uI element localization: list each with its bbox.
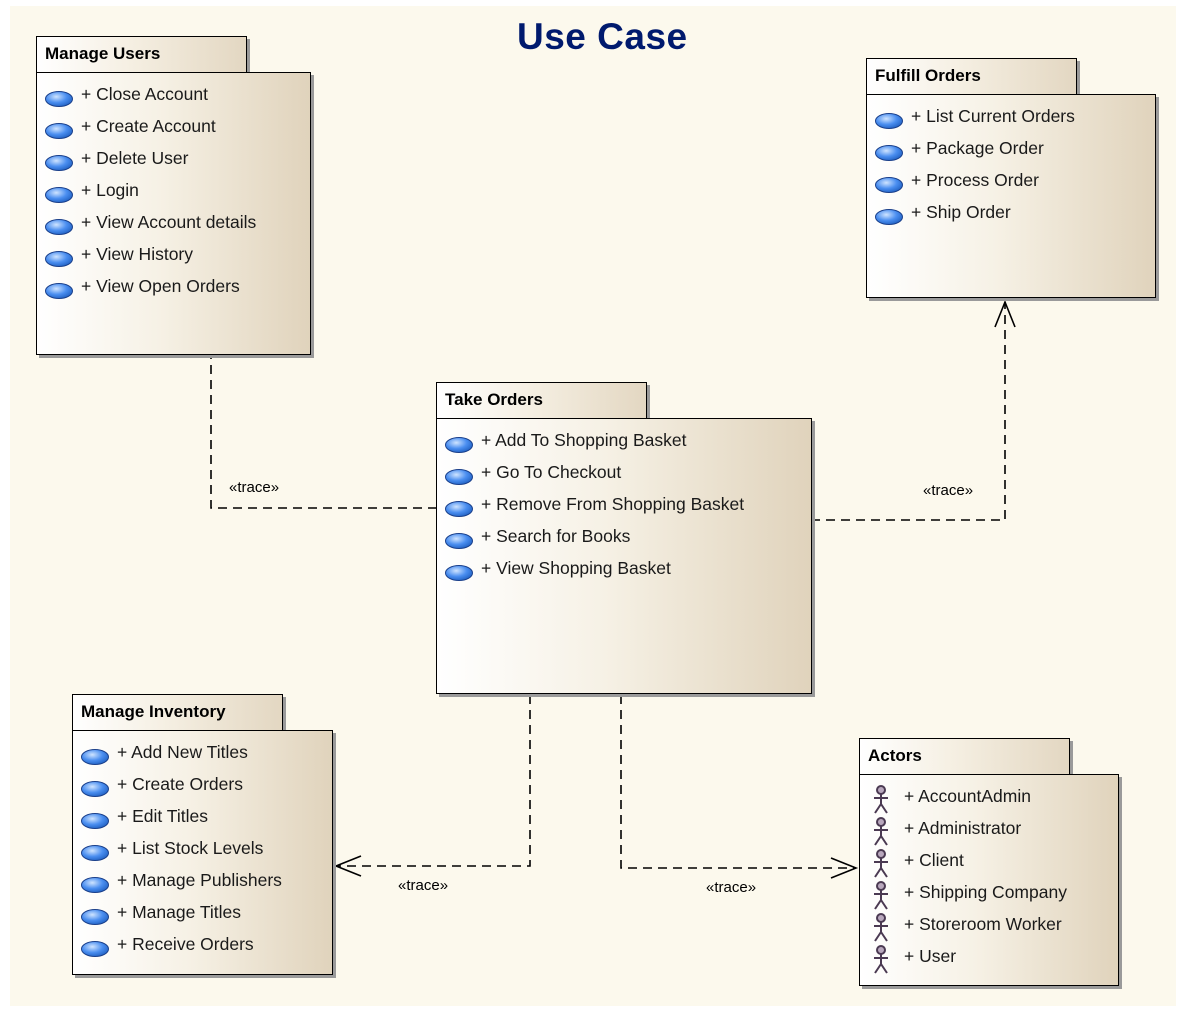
trace-line-actors (620, 695, 856, 869)
actor-item[interactable]: + Administrator (860, 817, 1118, 849)
diagram-title: Use Case (517, 16, 688, 57)
use-case-item[interactable]: + Create Account (37, 115, 310, 147)
item-label: + Storeroom Worker (904, 914, 1062, 934)
use-case-item[interactable]: + Delete User (37, 147, 310, 179)
item-label: + View Shopping Basket (481, 558, 671, 578)
package-tab-take-orders: Take Orders (436, 382, 647, 418)
use-case-item[interactable]: + View Open Orders (37, 275, 310, 307)
actor-item[interactable]: + User (860, 945, 1118, 977)
use-case-item[interactable]: + Receive Orders (73, 933, 332, 965)
item-label: + List Stock Levels (117, 838, 264, 858)
package-body-manage-users: + Close Account + Create Account + Delete … (36, 72, 311, 355)
item-label: + Client (904, 850, 964, 870)
use-case-item[interactable]: + View Account details (37, 211, 310, 243)
use-case-item[interactable]: + Process Order (867, 169, 1155, 201)
item-label: + Create Account (81, 116, 216, 136)
use-case-item[interactable]: + View Shopping Basket (437, 557, 811, 589)
open-arrowhead-fulfill-orders (994, 299, 1016, 328)
package-body-fulfill-orders: + List Current Orders + Package Order + Pr… (866, 94, 1156, 298)
item-label: + Create Orders (117, 774, 243, 794)
use-case-item[interactable]: + Remove From Shopping Basket (437, 493, 811, 525)
use-case-item[interactable]: + Manage Titles (73, 901, 332, 933)
actor-item[interactable]: + Shipping Company (860, 881, 1118, 913)
package-body-actors: + AccountAdmin + Administrator + Client + S… (859, 774, 1119, 986)
trace-line-fulfill-orders (811, 302, 1006, 521)
use-case-item[interactable]: + Search for Books (437, 525, 811, 557)
package-tab-manage-inventory: Manage Inventory (72, 694, 283, 730)
use-case-item[interactable]: + List Stock Levels (73, 837, 332, 869)
use-case-item[interactable]: + List Current Orders (867, 105, 1155, 137)
package-body-manage-inventory: + Add New Titles + Create Orders + Edit Ti… (72, 730, 333, 975)
item-label: + List Current Orders (911, 106, 1075, 126)
item-label: + View Account details (81, 212, 257, 232)
item-label: + Process Order (911, 170, 1039, 190)
item-label: + Package Order (911, 138, 1044, 158)
use-case-item[interactable]: + Manage Publishers (73, 869, 332, 901)
use-case-item[interactable]: + Package Order (867, 137, 1155, 169)
package-tab-actors: Actors (859, 738, 1070, 774)
use-case-item[interactable]: + Add To Shopping Basket (437, 429, 811, 461)
item-label: + Manage Titles (117, 902, 242, 922)
item-label: + Shipping Company (904, 882, 1067, 902)
use-case-item[interactable]: + Login (37, 179, 310, 211)
actor-item[interactable]: + Client (860, 849, 1118, 881)
use-case-item[interactable]: + Create Orders (73, 773, 332, 805)
actor-item[interactable]: + Storeroom Worker (860, 913, 1118, 945)
item-label: + Search for Books (481, 526, 631, 546)
open-arrowhead-actors (830, 857, 859, 879)
item-label: + Ship Order (911, 202, 1011, 222)
item-label: + Go To Checkout (481, 462, 622, 482)
item-label: + Delete User (81, 148, 189, 168)
open-arrowhead-manage-inventory (333, 855, 362, 877)
use-case-item[interactable]: + Edit Titles (73, 805, 332, 837)
trace-label-manage-users: «trace» (229, 479, 280, 496)
item-label: + Receive Orders (117, 934, 254, 954)
use-case-item[interactable]: + Close Account (37, 83, 310, 115)
trace-label-actors: «trace» (706, 879, 757, 896)
item-label: + Add New Titles (117, 742, 248, 762)
item-label: + Edit Titles (117, 806, 208, 826)
trace-label-manage-inventory: «trace» (398, 877, 449, 894)
item-label: + View Open Orders (81, 276, 240, 296)
item-label: + Administrator (904, 818, 1022, 838)
item-label: + View History (81, 244, 194, 264)
actor-item[interactable]: + AccountAdmin (860, 785, 1118, 817)
item-label: + Login (81, 180, 139, 200)
use-case-item[interactable]: + Go To Checkout (437, 461, 811, 493)
trace-line-manage-users (210, 322, 437, 509)
use-case-item[interactable]: + Add New Titles (73, 741, 332, 773)
use-case-item[interactable]: + Ship Order (867, 201, 1155, 233)
trace-line-manage-inventory (336, 695, 531, 867)
item-label: + Manage Publishers (117, 870, 282, 890)
package-body-take-orders: + Add To Shopping Basket + Go To Checkout… (436, 418, 812, 694)
item-label: + AccountAdmin (904, 786, 1031, 806)
package-tab-manage-users: Manage Users (36, 36, 247, 72)
use-case-item[interactable]: + View History (37, 243, 310, 275)
item-label: + Add To Shopping Basket (481, 430, 687, 450)
item-label: + Close Account (81, 84, 208, 104)
item-label: + Remove From Shopping Basket (481, 494, 745, 514)
package-tab-fulfill-orders: Fulfill Orders (866, 58, 1077, 94)
trace-label-fulfill-orders: «trace» (923, 482, 974, 499)
item-label: + User (904, 946, 957, 966)
